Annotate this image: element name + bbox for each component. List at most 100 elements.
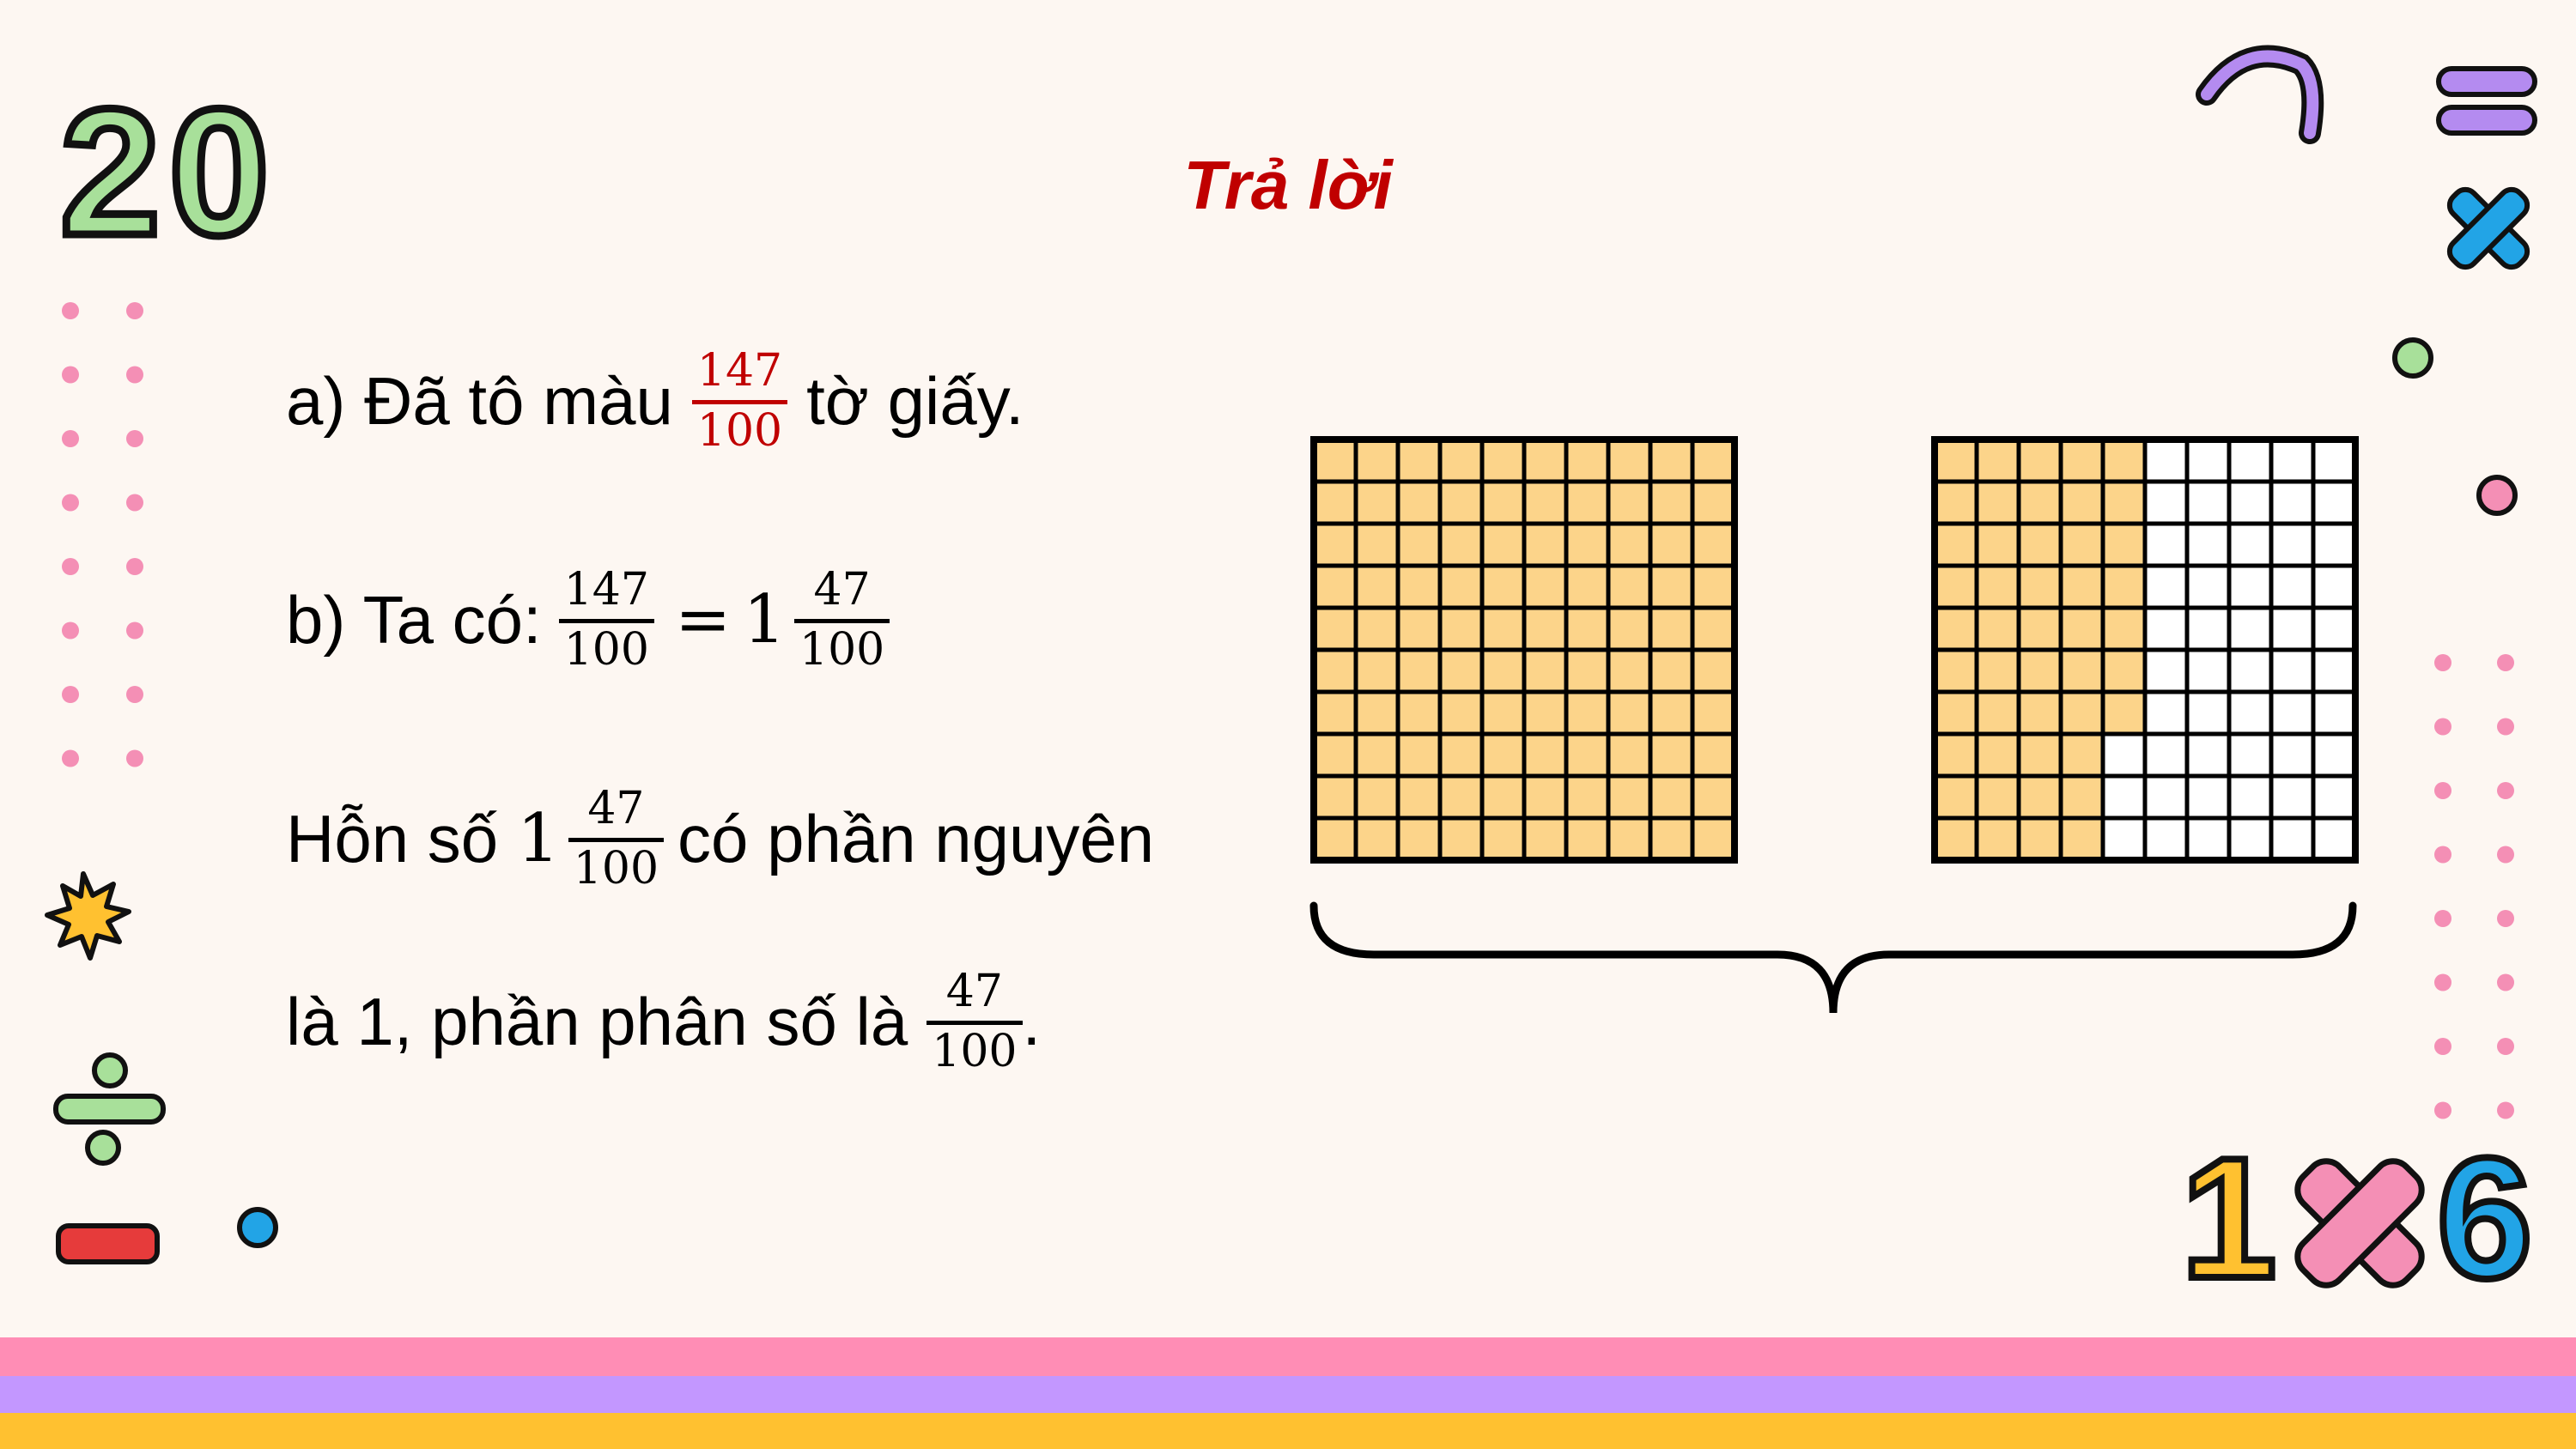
grid-cell bbox=[1564, 731, 1611, 779]
stripe-purple bbox=[0, 1376, 2576, 1413]
grid-cell bbox=[1479, 521, 1527, 568]
decor-dot bbox=[62, 558, 79, 575]
equals-icon bbox=[2436, 66, 2537, 136]
grid-cell bbox=[2269, 815, 2316, 863]
answer-c-fraction: 47 100 bbox=[568, 783, 665, 894]
fraction-bar bbox=[691, 399, 788, 404]
grid-cell bbox=[2142, 647, 2190, 694]
grid-cell bbox=[1522, 731, 1569, 779]
decor-dot bbox=[2497, 846, 2514, 864]
decor-dot bbox=[2434, 910, 2451, 927]
decor-dot bbox=[126, 302, 143, 319]
grid-border bbox=[1310, 436, 1738, 864]
grid-cell bbox=[1974, 605, 2021, 652]
decor-dot bbox=[2434, 973, 2451, 991]
grid-cell bbox=[2184, 479, 2232, 526]
fraction-bar bbox=[558, 618, 654, 623]
stripe-pink bbox=[0, 1337, 2576, 1376]
fraction-denominator: 100 bbox=[932, 1025, 1018, 1077]
fraction-numerator: 147 bbox=[696, 345, 783, 397]
grid-cell bbox=[2227, 773, 2274, 821]
grid-cell bbox=[1479, 731, 1527, 779]
grid-cell bbox=[1522, 563, 1569, 610]
decor-dot bbox=[62, 494, 79, 512]
divide-icon bbox=[53, 1052, 166, 1166]
fraction-numerator: 147 bbox=[563, 564, 649, 615]
decor-dot bbox=[126, 749, 143, 767]
minus-icon bbox=[56, 1223, 160, 1264]
decor-dot bbox=[126, 621, 143, 640]
answer-a-suffix: tờ giấy. bbox=[806, 363, 1024, 440]
grid-cell bbox=[1606, 437, 1653, 484]
decor-number-20: 20 bbox=[57, 68, 278, 277]
decor-dot bbox=[62, 686, 79, 703]
grid-cell bbox=[1606, 605, 1653, 652]
grid-cell bbox=[1353, 815, 1400, 863]
fraction-numerator: 47 bbox=[587, 783, 645, 834]
grid-cell bbox=[1311, 521, 1358, 568]
answer-b-rhs-fraction: 47 100 bbox=[793, 567, 890, 676]
decor-dot bbox=[2434, 1038, 2451, 1055]
grid-cell bbox=[2016, 815, 2063, 863]
fraction-denominator: 100 bbox=[799, 623, 885, 676]
answer-c: Hỗn số 1 47 100 có phần nguyên bbox=[286, 785, 1154, 892]
multiply-icon-pink bbox=[2294, 1158, 2425, 1288]
grid-cell bbox=[2100, 689, 2148, 737]
grid-cell bbox=[1974, 689, 2021, 737]
pink-dot-icon bbox=[2476, 475, 2518, 516]
grid-cell bbox=[2311, 815, 2358, 863]
decor-dot bbox=[126, 686, 143, 703]
decor-dot bbox=[126, 558, 143, 575]
grid-border bbox=[1931, 436, 2359, 864]
answer-d: là 1, phần phân số là 47 100 . bbox=[286, 968, 1041, 1075]
answer-c-prefix: Hỗn số bbox=[286, 801, 499, 877]
decor-dot bbox=[2497, 973, 2514, 991]
fraction-denominator: 100 bbox=[573, 842, 659, 894]
dot-column-left bbox=[62, 302, 143, 767]
decor-dot bbox=[2434, 1101, 2451, 1119]
decor-dot bbox=[2497, 910, 2514, 927]
decor-number-6: 6 bbox=[2433, 1123, 2536, 1314]
decor-dot bbox=[2434, 846, 2451, 864]
grid-cell bbox=[1522, 689, 1569, 737]
grid-cell bbox=[1564, 815, 1611, 863]
answer-d-fraction: 47 100 bbox=[927, 968, 1023, 1077]
hundred-grid-full bbox=[1310, 436, 1738, 864]
decor-dot bbox=[2497, 654, 2514, 671]
answer-a-fraction: 147 100 bbox=[691, 345, 788, 457]
answer-c-suffix: có phần nguyên bbox=[677, 801, 1155, 877]
star-burst-icon bbox=[45, 871, 131, 961]
grid-cell bbox=[2058, 815, 2105, 863]
grid-cell bbox=[1479, 647, 1527, 694]
fraction-bar bbox=[927, 1020, 1023, 1025]
decor-dot bbox=[2497, 1038, 2514, 1055]
equals-sign: = bbox=[674, 581, 732, 659]
grid-cell bbox=[2142, 479, 2190, 526]
grid-cell bbox=[2184, 773, 2232, 821]
blue-dot-icon bbox=[237, 1207, 278, 1248]
fraction-denominator: 100 bbox=[563, 623, 649, 676]
grid-cell bbox=[1522, 647, 1569, 694]
hundred-grid-partial bbox=[1931, 436, 2359, 864]
decor-dot bbox=[62, 749, 79, 767]
grid-cell bbox=[2269, 521, 2316, 568]
grid-cell bbox=[2184, 521, 2232, 568]
answer-d-suffix: . bbox=[1022, 984, 1042, 1060]
fraction-denominator: 100 bbox=[696, 404, 783, 457]
fraction-bar bbox=[793, 618, 890, 623]
decor-dot bbox=[2434, 782, 2451, 799]
grid-cell bbox=[2311, 437, 2358, 484]
mixed-whole: 1 bbox=[743, 581, 786, 659]
green-dot-icon bbox=[2392, 337, 2433, 379]
grid-cell bbox=[1690, 521, 1737, 568]
decor-dot bbox=[126, 494, 143, 512]
grid-cell bbox=[2100, 563, 2148, 610]
answer-b-prefix: b) Ta có: bbox=[286, 582, 542, 658]
dot-column-right bbox=[2434, 654, 2514, 1119]
decor-dot bbox=[126, 366, 143, 384]
multiply-icon-blue bbox=[2446, 186, 2530, 270]
answer-a: a) Đã tô màu 147 100 tờ giấy. bbox=[286, 348, 1024, 454]
page-title: Trả lời bbox=[1183, 147, 1393, 223]
